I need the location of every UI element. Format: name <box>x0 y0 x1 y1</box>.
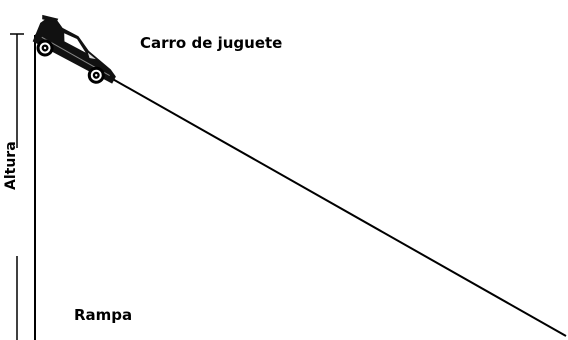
toy-sports-car-icon <box>32 14 116 84</box>
height-label: Altura <box>3 141 19 190</box>
ramp-label: Rampa <box>74 306 133 324</box>
toy-car-label: Carro de juguete <box>140 34 283 52</box>
height-dimension-marker <box>10 33 24 340</box>
ramp-slope <box>34 34 567 337</box>
